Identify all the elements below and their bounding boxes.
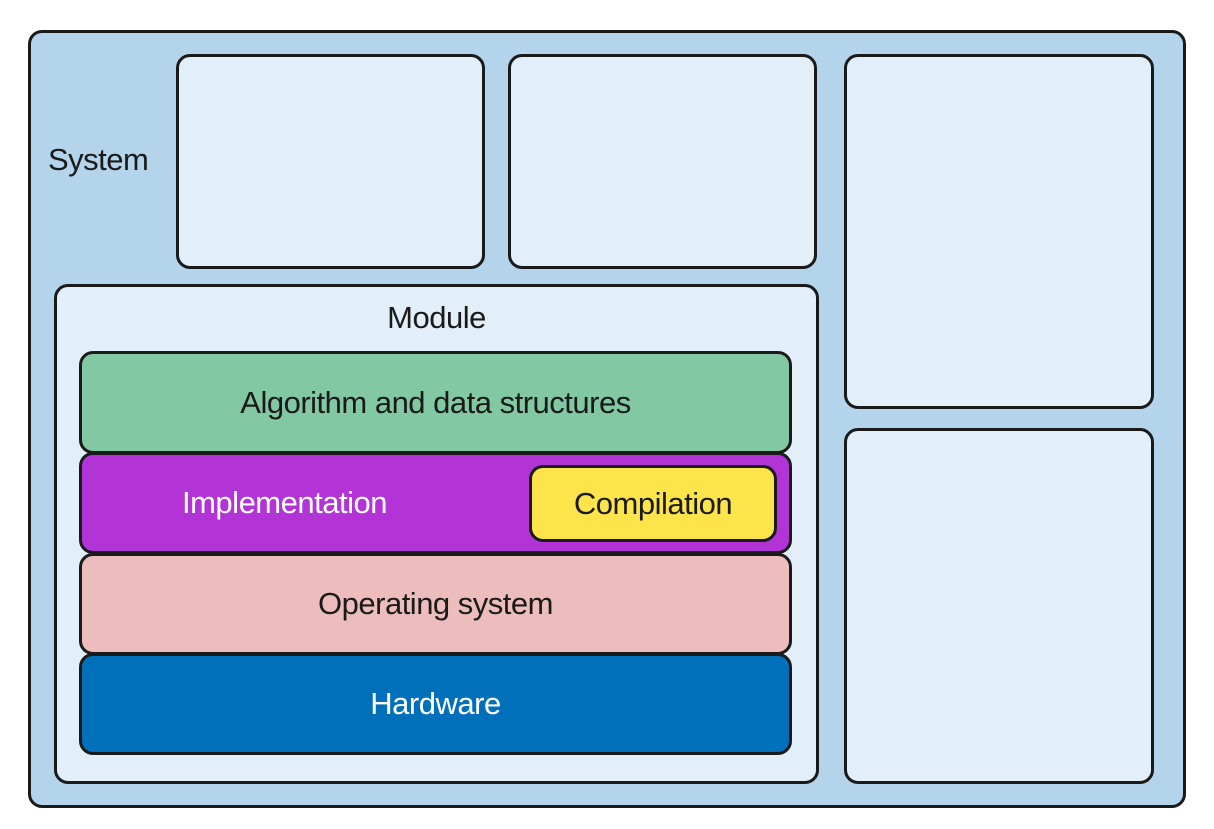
empty-module-box-2 [508, 54, 817, 269]
layer-operating-system-label: Operating system [318, 586, 553, 621]
empty-module-box-1 [176, 54, 485, 269]
layer-hardware-label: Hardware [370, 686, 501, 721]
empty-module-box-4 [844, 428, 1154, 784]
layer-hardware: Hardware [79, 653, 792, 755]
system-label: System [48, 142, 149, 177]
compilation-box: Compilation [529, 465, 777, 542]
layer-operating-system: Operating system [79, 553, 792, 655]
module-label: Module [387, 300, 486, 335]
layer-algorithm: Algorithm and data structures [79, 351, 792, 454]
empty-module-box-3 [844, 54, 1154, 409]
layer-algorithm-label: Algorithm and data structures [240, 384, 631, 420]
compilation-label: Compilation [573, 485, 733, 521]
layer-implementation-label: Implementation [182, 485, 387, 520]
